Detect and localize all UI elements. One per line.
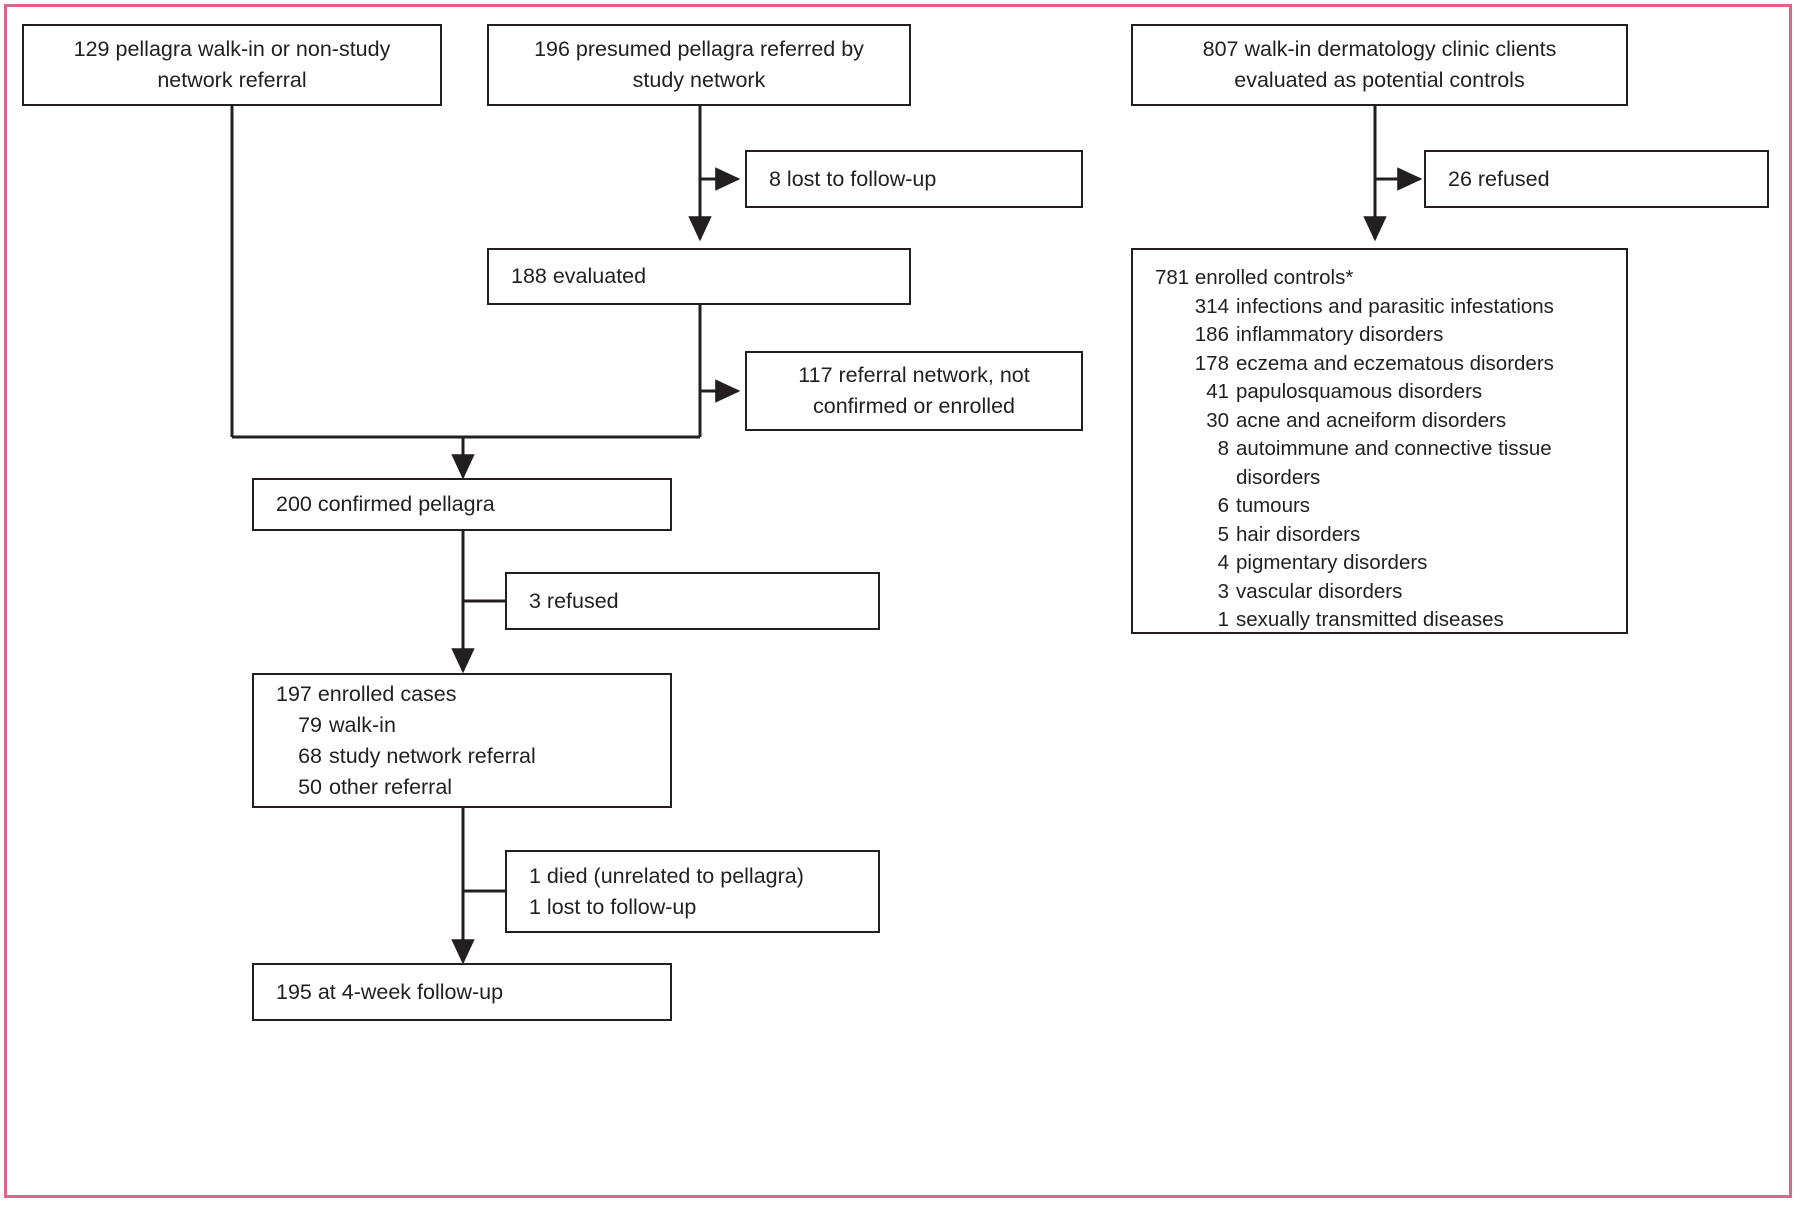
control-row: 30 acne and acneiform disorders [1133,407,1626,436]
enrolled-cases-list: 79 walk-in 68 study network referral 50 … [254,710,670,803]
control-count: 186 [1194,323,1229,346]
not-confirmed-117-line1: 117 referral network, not [798,363,1030,387]
control-row-continuation: disorders [1133,464,1626,493]
controls-source-line2: evaluated as potential controls [1234,68,1525,92]
refused-26-label: 26 refused [1448,166,1550,191]
refused-3-label: 3 refused [529,588,619,613]
network-source-line2: study network [632,68,766,92]
node-followup-195: 195 at 4-week follow-up [252,963,672,1021]
control-label: sexually transmitted diseases [1236,608,1504,631]
control-row: 5 hair disorders [1133,521,1626,550]
lost-followup-8-label: 8 lost to follow-up [769,166,937,191]
case-row: 50 other referral [254,772,670,803]
walkin-source-line1: 129 pellagra walk-in or non-study [73,37,391,61]
node-enrolled-controls: 781 enrolled controls* 314 infections an… [1131,248,1628,634]
node-refused-26: 26 refused [1424,150,1769,208]
control-row: 3 vascular disorders [1133,578,1626,607]
node-not-confirmed-117: 117 referral network, not confirmed or e… [745,351,1083,431]
control-label: papulosquamous disorders [1236,380,1483,403]
node-evaluated-188: 188 evaluated [487,248,911,305]
not-confirmed-117-line2: confirmed or enrolled [813,394,1015,418]
control-count: 41 [1206,380,1229,403]
case-count: 68 [298,743,322,768]
case-count: 79 [298,712,322,737]
node-confirmed-200: 200 confirmed pellagra [252,478,672,531]
control-label: pigmentary disorders [1236,551,1428,574]
case-row: 68 study network referral [254,741,670,772]
control-row: 1 sexually transmitted diseases [1133,606,1626,632]
control-count: 4 [1217,551,1229,574]
case-row: 79 walk-in [254,710,670,741]
control-label: hair disorders [1236,522,1361,546]
control-count: 8 [1217,437,1229,460]
control-count: 6 [1217,494,1229,517]
node-refused-3: 3 refused [505,572,880,630]
node-lost-followup-8: 8 lost to follow-up [745,150,1083,208]
control-count: 5 [1217,522,1229,546]
case-label: walk-in [329,712,396,737]
control-label: autoimmune and connective tissue [1236,437,1552,460]
control-label: tumours [1236,494,1311,517]
case-count: 50 [298,774,322,799]
controls-source-line1: 807 walk-in dermatology clinic clients [1202,37,1557,61]
control-row: 41 papulosquamous disorders [1133,378,1626,407]
control-count: 1 [1217,608,1229,631]
case-label: study network referral [329,743,536,768]
attrition-line1: 1 died (unrelated to pellagra) [529,863,804,888]
control-label: eczema and eczematous disorders [1236,351,1554,375]
control-row: 314 infections and parasitic infestation… [1133,293,1626,322]
walkin-source-line2: network referral [157,68,307,92]
control-row: 178 eczema and eczematous disorders [1133,350,1626,379]
attrition-line2: 1 lost to follow-up [529,894,697,919]
case-label: other referral [329,774,453,799]
control-label: vascular disorders [1236,579,1403,603]
control-row: 4 pigmentary disorders [1133,549,1626,578]
control-count: 30 [1206,408,1229,432]
control-count: 314 [1194,294,1229,318]
control-label: acne and acneiform disorders [1236,408,1507,432]
enrolled-cases-header: 197 enrolled cases [276,681,457,706]
control-label-continuation: disorders [1236,465,1321,489]
followup-195-label: 195 at 4-week follow-up [276,979,504,1004]
control-row: 186 inflammatory disorders [1133,321,1626,350]
enrolled-controls-header: 781 enrolled controls* [1155,266,1354,289]
node-controls-source: 807 walk-in dermatology clinic clients e… [1131,24,1628,106]
control-row: 8 autoimmune and connective tissue [1133,435,1626,464]
control-label: inflammatory disorders [1236,323,1444,346]
control-label: infections and parasitic infestations [1236,294,1554,318]
node-enrolled-cases: 197 enrolled cases 79 walk-in 68 study n… [252,673,672,808]
confirmed-200-label: 200 confirmed pellagra [276,492,495,516]
network-source-line1: 196 presumed pellagra referred by [534,37,864,61]
control-row: 6 tumours [1133,492,1626,521]
node-attrition: 1 died (unrelated to pellagra) 1 lost to… [505,850,880,933]
node-walkin-source: 129 pellagra walk-in or non-study networ… [22,24,442,106]
control-count: 178 [1194,351,1229,375]
evaluated-188-label: 188 evaluated [511,264,647,288]
control-count: 3 [1217,579,1229,603]
enrolled-controls-list: 314 infections and parasitic infestation… [1133,293,1626,633]
node-network-source: 196 presumed pellagra referred by study … [487,24,911,106]
